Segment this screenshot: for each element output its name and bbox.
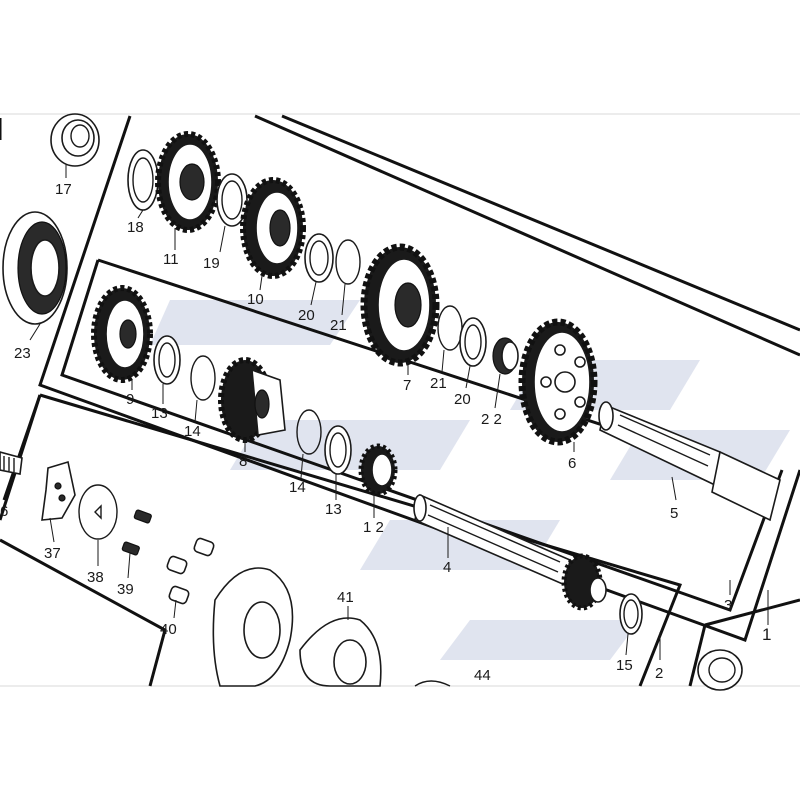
part-20-washer-lower xyxy=(459,317,487,367)
part-18-washer xyxy=(127,149,159,211)
label-part-20-lower: 20 xyxy=(454,391,471,408)
part-40-dowels xyxy=(166,537,215,605)
label-part-21-lower: 21 xyxy=(430,375,447,392)
part-44-fork-partial xyxy=(414,680,451,687)
part-37-plate xyxy=(41,460,76,521)
part-21-circlip-lower xyxy=(437,305,463,351)
part-4-countershaft xyxy=(413,493,607,611)
label-part-13-upper: 13 xyxy=(151,405,168,422)
leader-lines xyxy=(29,165,769,660)
part-6-bolt xyxy=(0,451,23,475)
label-part-7: 7 xyxy=(403,377,411,394)
label-part-13-lower: 13 xyxy=(325,501,342,518)
label-part-8: 8 xyxy=(239,453,247,470)
label-part-15: 15 xyxy=(616,657,633,674)
bearing-bottom-right xyxy=(697,649,743,691)
label-part-40: 40 xyxy=(160,621,177,638)
label-part-3: 3 xyxy=(724,597,732,614)
assembly-frames xyxy=(0,114,800,687)
part-39-pins xyxy=(121,509,152,556)
part-13-washer-upper xyxy=(153,335,181,385)
part-12-gear xyxy=(358,443,398,497)
part-14-circlip-lower xyxy=(296,409,322,455)
label-part-21-upper: 21 xyxy=(330,317,347,334)
part-19-washer xyxy=(216,173,248,227)
label-part-1: 1 xyxy=(762,625,771,644)
part-7-gear xyxy=(360,243,440,367)
label-part-22: 2 2 xyxy=(481,411,502,428)
label-part-5: 5 xyxy=(670,505,678,522)
frame-1-outer xyxy=(38,115,800,642)
frame-4 xyxy=(0,538,167,687)
label-part-38: 38 xyxy=(87,569,104,586)
label-part-18: 18 xyxy=(127,219,144,236)
part-22-bushing xyxy=(492,337,519,375)
part-15-washer xyxy=(619,593,643,635)
part-labels: 1 2 3 4 5 6 6 7 8 9 10 11 1 2 13 13 14 1… xyxy=(0,181,771,684)
label-part-37: 37 xyxy=(44,545,61,562)
label-part-19: 19 xyxy=(203,255,220,272)
part-17-bearing xyxy=(50,113,100,167)
part-10-gear xyxy=(240,177,306,279)
part-20-washer-upper xyxy=(304,233,334,283)
label-part-41: 41 xyxy=(337,589,354,606)
label-part-14-upper: 14 xyxy=(184,423,201,440)
part-6-gear xyxy=(518,318,598,446)
label-part-6-bolt: 6 xyxy=(0,503,8,520)
part-38-oring xyxy=(78,484,118,540)
part-8-gear xyxy=(218,357,286,443)
part-13-washer-lower xyxy=(324,425,352,475)
label-part-17: 17 xyxy=(55,181,72,198)
frame-2-inner xyxy=(60,259,784,612)
label-part-9: 9 xyxy=(126,391,134,408)
label-part-23: 23 xyxy=(14,345,31,362)
label-part-14-lower: 14 xyxy=(289,479,306,496)
label-part-2: 2 xyxy=(655,665,663,682)
label-part-6: 6 xyxy=(568,455,576,472)
label-part-11: 11 xyxy=(163,251,179,268)
part-5-shaft xyxy=(598,401,781,522)
part-9-gear xyxy=(91,285,153,383)
part-14-circlip-upper xyxy=(190,355,216,401)
label-part-4: 4 xyxy=(443,559,451,576)
part-23-ball-bearing xyxy=(2,211,68,325)
label-part-44: 44 xyxy=(474,667,491,684)
label-part-39: 39 xyxy=(117,581,134,598)
part-11-gear xyxy=(155,131,221,233)
label-part-20-upper: 20 xyxy=(298,307,315,324)
label-part-12: 1 2 xyxy=(363,519,384,536)
part-41-shift-forks xyxy=(212,567,382,687)
part-21-circlip-upper xyxy=(335,239,361,285)
label-part-10: 10 xyxy=(247,291,264,308)
